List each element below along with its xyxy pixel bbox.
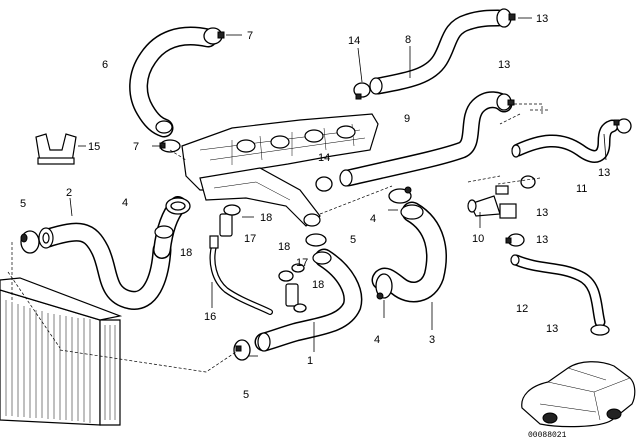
callout-13-d: 13 — [536, 207, 548, 219]
callout-5-left: 5 — [20, 198, 26, 210]
callout-17-lower: 17 — [296, 257, 308, 269]
callout-4-bottom: 4 — [374, 334, 380, 346]
clamp-9-right — [496, 93, 515, 111]
callout-5-bottom: 5 — [243, 389, 249, 401]
callout-18-right: 18 — [312, 279, 324, 291]
callout-13-e: 13 — [536, 234, 548, 246]
clamp-12-bottom — [590, 324, 610, 336]
clamp-18-left — [165, 197, 191, 215]
callout-18-left: 18 — [180, 247, 192, 259]
valve-10 — [467, 175, 536, 219]
pipe-16 — [209, 235, 273, 315]
callout-13-a: 13 — [536, 13, 548, 25]
clamp-7-top — [203, 27, 225, 45]
clamp-5-left — [20, 230, 40, 254]
clamp-11-right — [613, 118, 632, 134]
hose-2 — [38, 222, 172, 310]
callout-9: 9 — [404, 113, 410, 125]
hose-12 — [510, 254, 606, 328]
clip-15 — [35, 133, 77, 165]
leader-lines — [69, 17, 607, 357]
callout-labels: 1 2 3 4 4 4 5 5 5 6 7 7 8 9 10 11 12 13 … — [20, 13, 610, 401]
hose-8 — [369, 9, 507, 95]
callout-11: 11 — [576, 183, 587, 195]
clamp-5-mid — [305, 233, 327, 247]
clamp-8-right — [496, 8, 516, 28]
callout-13-b: 13 — [498, 59, 510, 71]
callout-3: 3 — [429, 334, 435, 346]
clamp-1-left — [233, 339, 251, 361]
callout-18-upper: 18 — [260, 212, 272, 224]
radiator — [0, 240, 123, 426]
callout-1: 1 — [307, 355, 313, 367]
hose-1 — [254, 248, 363, 352]
callout-4-right: 4 — [370, 213, 376, 225]
callout-6: 6 — [102, 59, 108, 71]
callout-18-mid: 18 — [278, 241, 290, 253]
clamp-14-top — [353, 82, 371, 100]
callout-14-mid: 14 — [318, 152, 330, 164]
callout-13-f: 13 — [546, 323, 558, 335]
callout-13-c: 13 — [598, 167, 610, 179]
hose-9 — [339, 91, 513, 187]
callout-2: 2 — [66, 187, 72, 199]
sensor-17-upper — [219, 204, 241, 237]
callout-12: 12 — [516, 303, 528, 315]
callout-16: 16 — [204, 311, 216, 323]
callout-7-top: 7 — [247, 30, 253, 42]
document-id: 00088021 — [528, 431, 567, 440]
callout-4-left: 4 — [122, 197, 128, 209]
clamp-10-lower — [505, 233, 525, 247]
callout-10: 10 — [472, 233, 484, 245]
clamp-9-left — [315, 176, 333, 192]
callout-17-upper: 17 — [244, 233, 256, 245]
callout-7-mid: 7 — [133, 141, 139, 153]
callout-5-mid: 5 — [350, 234, 356, 246]
vehicle-thumbnail: 00088021 — [521, 361, 636, 440]
hose-11 — [511, 119, 619, 163]
callout-15: 15 — [88, 141, 100, 153]
sensor-17-lower — [278, 263, 307, 313]
dashed-connectors — [59, 149, 541, 373]
thermostat-housing — [181, 113, 379, 227]
clamp-4-upper — [388, 186, 412, 204]
callout-14-top: 14 — [348, 35, 360, 47]
clamp-4-lower — [375, 273, 393, 300]
callout-8: 8 — [405, 34, 411, 46]
hose-6 — [129, 26, 218, 138]
